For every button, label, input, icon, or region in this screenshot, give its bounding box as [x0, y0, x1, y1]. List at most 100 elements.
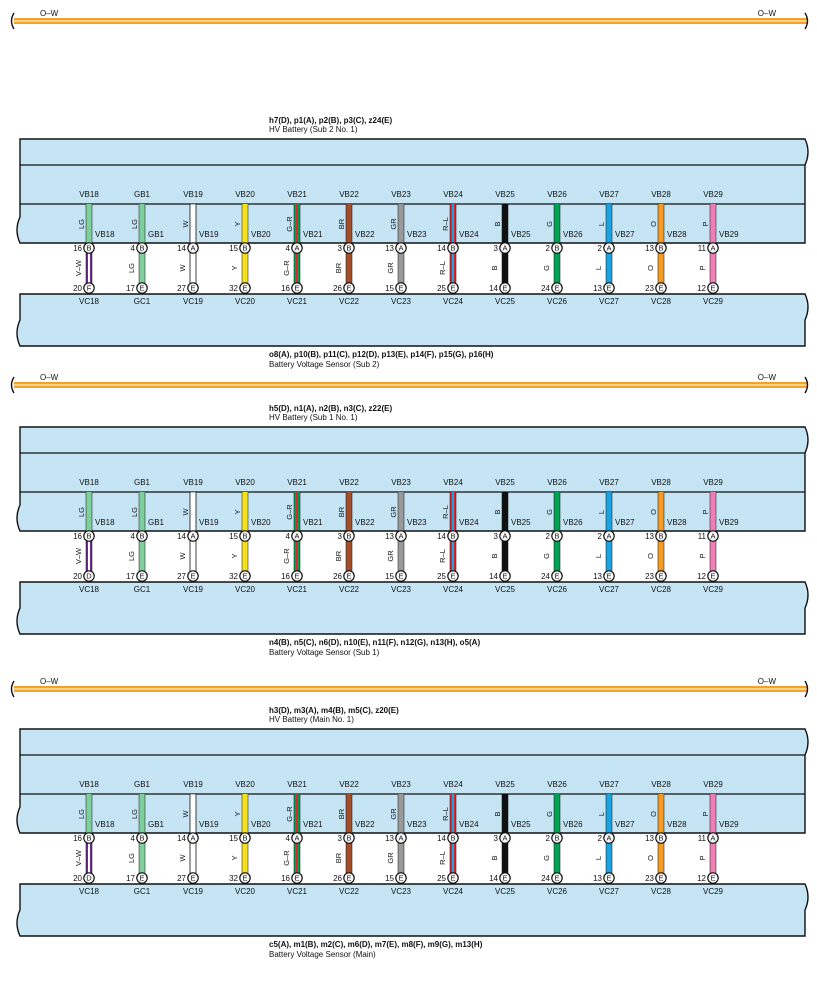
pin-letter: E — [554, 874, 559, 883]
terminal-label-top: VB25 — [495, 190, 515, 199]
wire-color-code: V–W — [74, 849, 83, 866]
pin-letter: B — [554, 532, 559, 541]
pin-letter: E — [346, 874, 351, 883]
terminal-label-top: VB28 — [651, 478, 671, 487]
terminal-label-top: VB23 — [391, 190, 411, 199]
terminal-label-top: VB28 — [651, 780, 671, 789]
terminal-label-top: GB1 — [134, 478, 151, 487]
pin-circle — [447, 242, 459, 254]
pin-circle — [239, 872, 251, 884]
harness-label-right: O–W — [758, 677, 777, 686]
pin-circle — [551, 872, 563, 884]
pin-letter: A — [398, 244, 403, 253]
wire-w — [189, 247, 197, 289]
wire-color-code: R–L — [438, 851, 447, 865]
wire-color-code: BR — [337, 218, 346, 229]
pin-letter: B — [554, 834, 559, 843]
pin-circle — [447, 872, 459, 884]
terminal-label-top: VB22 — [339, 478, 359, 487]
pin-circle — [239, 242, 251, 254]
wire-color-code: R–L — [441, 217, 450, 231]
pin-circle — [655, 530, 667, 542]
terminal-label-top: VB26 — [547, 478, 567, 487]
top-component-name: HV Battery (Sub 1 No. 1) — [269, 413, 358, 422]
wire-color-code: P — [701, 509, 710, 514]
terminal-label-bottom: VC29 — [703, 887, 724, 896]
terminal-label-top: VB21 — [287, 780, 307, 789]
wire-br — [346, 492, 352, 531]
wire-color-code: O — [649, 221, 658, 227]
wire-color-code: G — [545, 811, 554, 817]
wire-l — [606, 248, 612, 288]
wire-y — [242, 838, 248, 878]
terminal-label-top: VB20 — [235, 478, 255, 487]
pin-circle — [395, 872, 407, 884]
pin-number-top: 13 — [385, 532, 394, 541]
terminal-label-inner: VB25 — [511, 230, 531, 239]
wire-color-code: O — [649, 509, 658, 515]
pin-letter: E — [606, 572, 611, 581]
wire-lg — [86, 204, 92, 243]
wire-color-code: L — [597, 510, 606, 514]
terminal-label-inner: VB23 — [407, 518, 427, 527]
wire-color-code: G — [542, 265, 551, 271]
wire-y — [242, 794, 248, 833]
bottom-connector-codes: c5(A), m1(B), m2(C), m6(D), m7(E), m8(F)… — [269, 940, 483, 949]
pin-circle — [83, 872, 95, 884]
wire-color-code: G–R — [285, 504, 294, 520]
pin-circle — [343, 570, 355, 582]
terminal-label-inner: VB25 — [511, 518, 531, 527]
terminal-label-inner: VB22 — [355, 820, 375, 829]
terminal-label-bottom: VC24 — [443, 887, 464, 896]
pin-number-bottom: 16 — [281, 572, 290, 581]
pin-number-bottom: 15 — [385, 874, 394, 883]
terminal-label-top: VB26 — [547, 190, 567, 199]
pin-number-bottom: 26 — [333, 874, 342, 883]
pin-letter: A — [502, 834, 507, 843]
wire-color-code: Y — [230, 553, 239, 558]
pin-letter: E — [242, 284, 247, 293]
terminal-label-bottom: VC27 — [599, 297, 620, 306]
harness-label-right: O–W — [758, 373, 777, 382]
terminal-label-top: VB22 — [339, 780, 359, 789]
pin-circle — [291, 872, 303, 884]
pin-number-top: 13 — [645, 834, 654, 843]
pin-number-bottom: 15 — [385, 284, 394, 293]
pin-circle — [707, 282, 719, 294]
pin-letter: E — [554, 572, 559, 581]
pin-circle — [239, 282, 251, 294]
terminal-label-top: VB24 — [443, 190, 463, 199]
pin-circle — [499, 282, 511, 294]
wire-gr — [398, 794, 404, 833]
bottom-connector-codes: n4(B), n5(C), n6(D), n10(E), n11(F), n12… — [269, 638, 480, 647]
wire-o — [658, 248, 664, 288]
wire-b — [502, 838, 508, 878]
wire-o — [658, 794, 664, 833]
wire-o — [658, 492, 664, 531]
pin-circle — [187, 282, 199, 294]
pin-number-bottom: 32 — [229, 284, 238, 293]
pin-number-top: 15 — [229, 244, 238, 253]
pin-circle — [499, 832, 511, 844]
wire-tracer — [296, 204, 298, 243]
wire-tracer — [296, 492, 298, 531]
wire-color-code: B — [490, 553, 499, 558]
terminal-label-bottom: VC21 — [287, 297, 308, 306]
pin-circle — [603, 570, 615, 582]
pin-letter: B — [346, 532, 351, 541]
wire-g — [554, 838, 560, 878]
terminal-label-inner: VB26 — [563, 230, 583, 239]
terminal-label-bottom: VC28 — [651, 887, 672, 896]
wire-color-code: LG — [130, 809, 139, 819]
wire-color-code: LG — [77, 219, 86, 229]
pin-number-bottom: 32 — [229, 874, 238, 883]
pin-letter: E — [502, 284, 507, 293]
top-connector-codes: h5(D), n1(A), n2(B), n3(C), z22(E) — [269, 404, 392, 413]
